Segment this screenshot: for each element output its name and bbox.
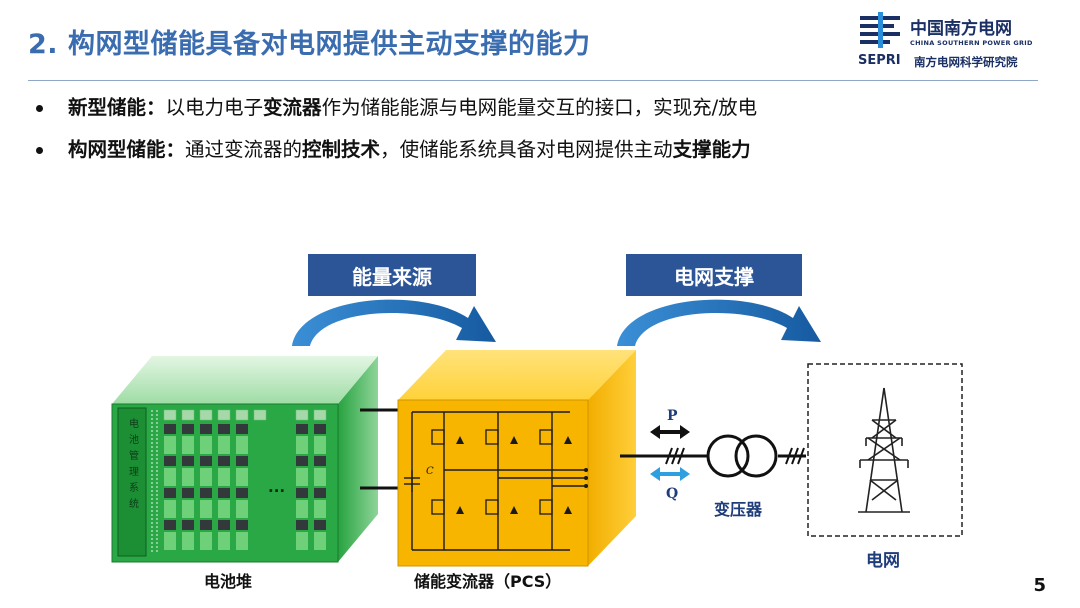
bullet-term: 构网型储能 [68,138,166,161]
capacitor-label: C [426,466,434,477]
csg-logo-icon [860,12,900,48]
company-logo: 中国南方电网 CHINA SOUTHERN POWER GRID SEPRI 南… [858,12,1048,74]
transformer-icon [706,434,778,478]
bullet-emphasis: 变流器 [263,96,322,119]
grid-caption: 电网 [866,551,900,571]
q-power-arrow [650,467,690,481]
grid-support-label: 电网支撑 [626,254,802,296]
battery-stack-caption: 电池堆 [204,572,253,591]
bullet-text: 以电力电子 [165,96,264,119]
energy-flow-arc [292,299,496,346]
logo-company-name-en: CHINA SOUTHERN POWER GRID [910,39,1033,47]
bms-label: 电池管理系统 [127,417,139,514]
grid-support-arc [617,299,821,346]
grid-box [807,363,963,537]
energy-source-label: 能量来源 [308,254,476,296]
slide-title: 2. 构网型储能具备对电网提供主动支撑的能力 [28,29,591,60]
pcs-caption: 储能变流器（PCS） [414,572,562,591]
battery-stack [111,356,378,563]
bullet-item: 新型储能：以电力电子变流器作为储能能源与电网能量交互的接口，实现充/放电 [34,96,757,120]
bullet-text: ，使储能系统具备对电网提供主动 [380,138,673,161]
bullet-text: 通过变流器的 [185,138,303,161]
logo-sepri: SEPRI [858,53,901,68]
bullet-list: 新型储能：以电力电子变流器作为储能能源与电网能量交互的接口，实现充/放电 构网型… [34,96,757,180]
bullet-separator: ： [165,138,186,161]
bullet-text: 作为储能能源与电网能量交互的接口，实现充/放电 [321,96,758,119]
q-label: Q [666,486,678,502]
bullet-term: 新型储能 [68,96,147,119]
transmission-tower-icon [858,387,910,513]
line-ticks [665,447,805,465]
p-label: P [667,408,678,424]
p-power-arrow [650,425,690,439]
logo-company-name: 中国南方电网 [910,19,1012,39]
title-divider [28,80,1038,81]
pcs-converter [397,350,636,567]
bullet-separator: ： [146,96,166,119]
bullet-emphasis: 控制技术 [302,138,381,161]
bullet-emphasis: 支撑能力 [672,138,751,161]
logo-institute: 南方电网科学研究院 [914,55,1018,69]
battery-ellipsis: ... [268,478,285,496]
bullet-item: 构网型储能：通过变流器的控制技术，使储能系统具备对电网提供主动支撑能力 [34,138,757,162]
transformer-caption: 变压器 [714,500,763,519]
page-number: 5 [1033,575,1046,596]
